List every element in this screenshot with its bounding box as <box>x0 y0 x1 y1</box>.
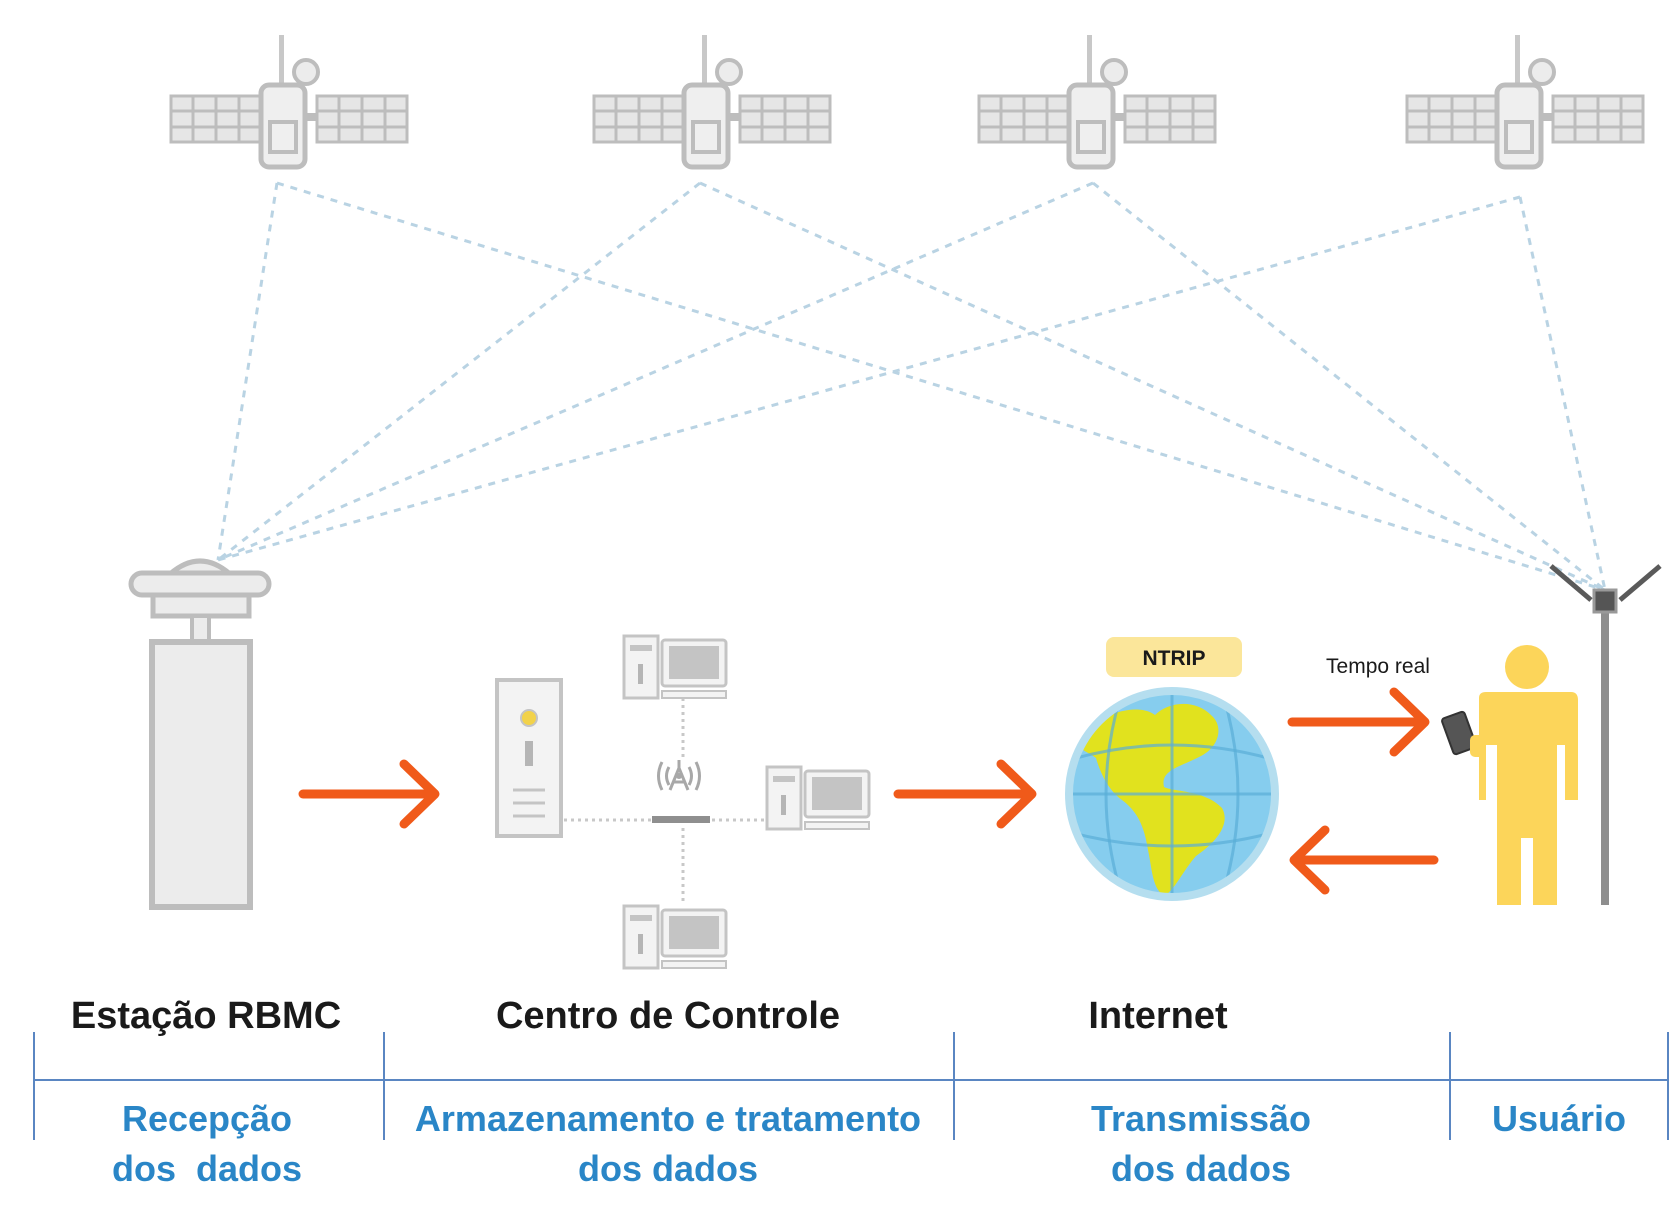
stage-reception-line1: Recepção <box>122 1098 292 1139</box>
arrow-icon <box>1287 687 1430 757</box>
ntrip-badge: NTRIP <box>1106 637 1242 677</box>
handheld-device-icon <box>1441 710 1484 757</box>
satellite-icon <box>594 35 830 167</box>
computer-icon <box>622 634 728 700</box>
realtime-label: Tempo real <box>1326 655 1430 678</box>
satellite-icon <box>979 35 1215 167</box>
satellite-icon <box>171 35 407 167</box>
computer-icon <box>765 765 871 831</box>
node-label-control-center: Centro de Controle <box>496 995 840 1037</box>
radio-tower-icon <box>652 760 710 823</box>
person-icon <box>1479 645 1578 905</box>
arrow-icon <box>1289 825 1439 895</box>
server-icon <box>495 678 563 838</box>
arrow-icon <box>298 759 440 829</box>
node-label-internet: Internet <box>1088 995 1228 1037</box>
gnss-antenna-icon <box>128 558 272 910</box>
stage-storage-line1: Armazenamento e tratamento <box>415 1098 921 1139</box>
arrow-icon <box>893 759 1037 829</box>
node-label-rbmc: Estação RBMC <box>71 995 341 1037</box>
satellite-icon <box>1407 35 1643 167</box>
user-antenna-icon <box>1549 564 1662 905</box>
stage-user: Usuário <box>1492 1098 1626 1139</box>
stage-reception-line2: dos dados <box>112 1148 302 1189</box>
globe-icon <box>1065 687 1279 901</box>
stage-transmission-line1: Transmissão <box>1091 1098 1311 1139</box>
computer-icon <box>622 904 728 970</box>
ntrip-label: NTRIP <box>1143 647 1206 670</box>
stage-transmission-line2: dos dados <box>1111 1148 1291 1189</box>
stage-timeline <box>33 1032 1669 1140</box>
signal-lines <box>216 181 1607 592</box>
network-links <box>564 698 764 902</box>
stage-storage-line2: dos dados <box>578 1148 758 1189</box>
